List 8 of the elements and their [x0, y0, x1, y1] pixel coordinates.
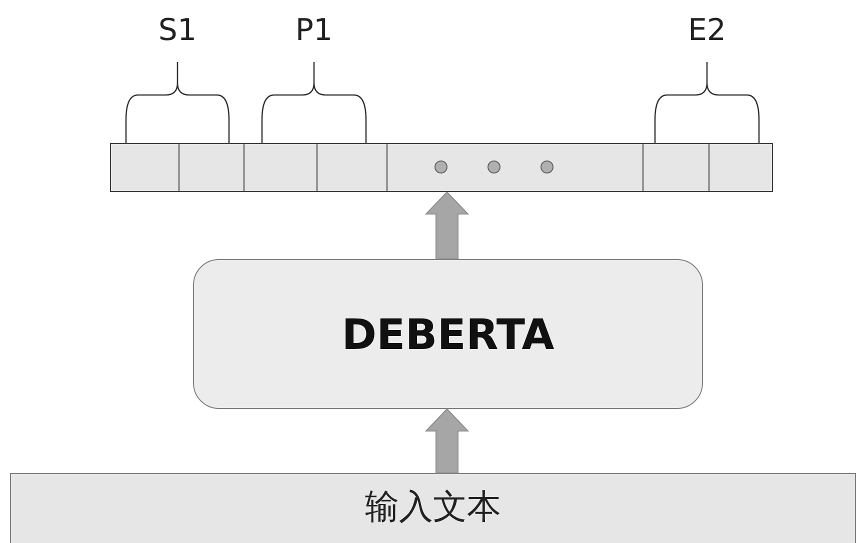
span-label: P1 — [295, 16, 333, 46]
block-arrow — [424, 191, 470, 260]
block-arrow — [424, 408, 470, 474]
input-box: 输入文本 — [10, 473, 856, 543]
model-box: DEBERTA — [193, 259, 703, 409]
token-sequence-bar — [110, 143, 773, 192]
span-label: E2 — [688, 16, 726, 46]
span-label: S1 — [158, 16, 197, 46]
